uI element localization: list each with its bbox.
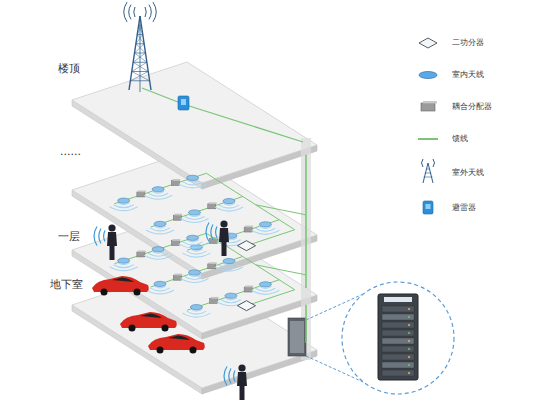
indoor-antenna — [179, 235, 207, 248]
floor-slab — [72, 62, 317, 183]
indoor-antenna — [215, 199, 243, 212]
legend-icon — [418, 139, 438, 140]
person-figure — [206, 220, 229, 256]
floor-label: 一层 — [58, 230, 80, 243]
legend-label: 馈线 — [452, 134, 468, 144]
legend-label: 耦合分配器 — [452, 102, 492, 112]
floor-label: 楼顶 — [58, 62, 80, 75]
splitter-symbol — [238, 241, 256, 251]
legend-label: 二功分器 — [452, 38, 484, 48]
lightning-arrester — [178, 96, 189, 110]
feeder-line — [114, 173, 206, 203]
equipment-rack-detail — [378, 294, 418, 380]
indoor-antenna — [110, 198, 138, 211]
legend-label: 室外天线 — [452, 168, 484, 178]
floor-slab — [72, 267, 317, 388]
indoor-antenna — [181, 210, 209, 223]
legend-icon — [419, 72, 437, 79]
feeder-line — [151, 197, 243, 227]
riser-feeder — [305, 155, 307, 288]
legend-label: 避雷器 — [452, 203, 476, 213]
indoor-antenna — [182, 245, 210, 258]
feeder-line — [256, 205, 306, 215]
floor-side — [72, 305, 202, 394]
legend-icon — [421, 101, 437, 111]
indoor-antenna — [215, 259, 243, 272]
floor-label: 地下室 — [50, 278, 83, 291]
indoor-antenna — [144, 187, 172, 200]
indoor-antenna — [146, 221, 174, 234]
legend-icon — [419, 38, 437, 48]
floor-shape — [40, 60, 325, 195]
legend-icon — [423, 201, 433, 214]
legend-label: 室内天线 — [452, 70, 484, 80]
inset-circle — [342, 282, 454, 394]
floor-plate: 楼顶 — [40, 60, 325, 195]
indoor-antenna — [251, 222, 279, 235]
equipment-rack — [288, 318, 306, 356]
riser-feeder — [305, 305, 307, 343]
ellipsis-label: ...... — [60, 145, 81, 158]
legend-icon — [422, 159, 435, 183]
